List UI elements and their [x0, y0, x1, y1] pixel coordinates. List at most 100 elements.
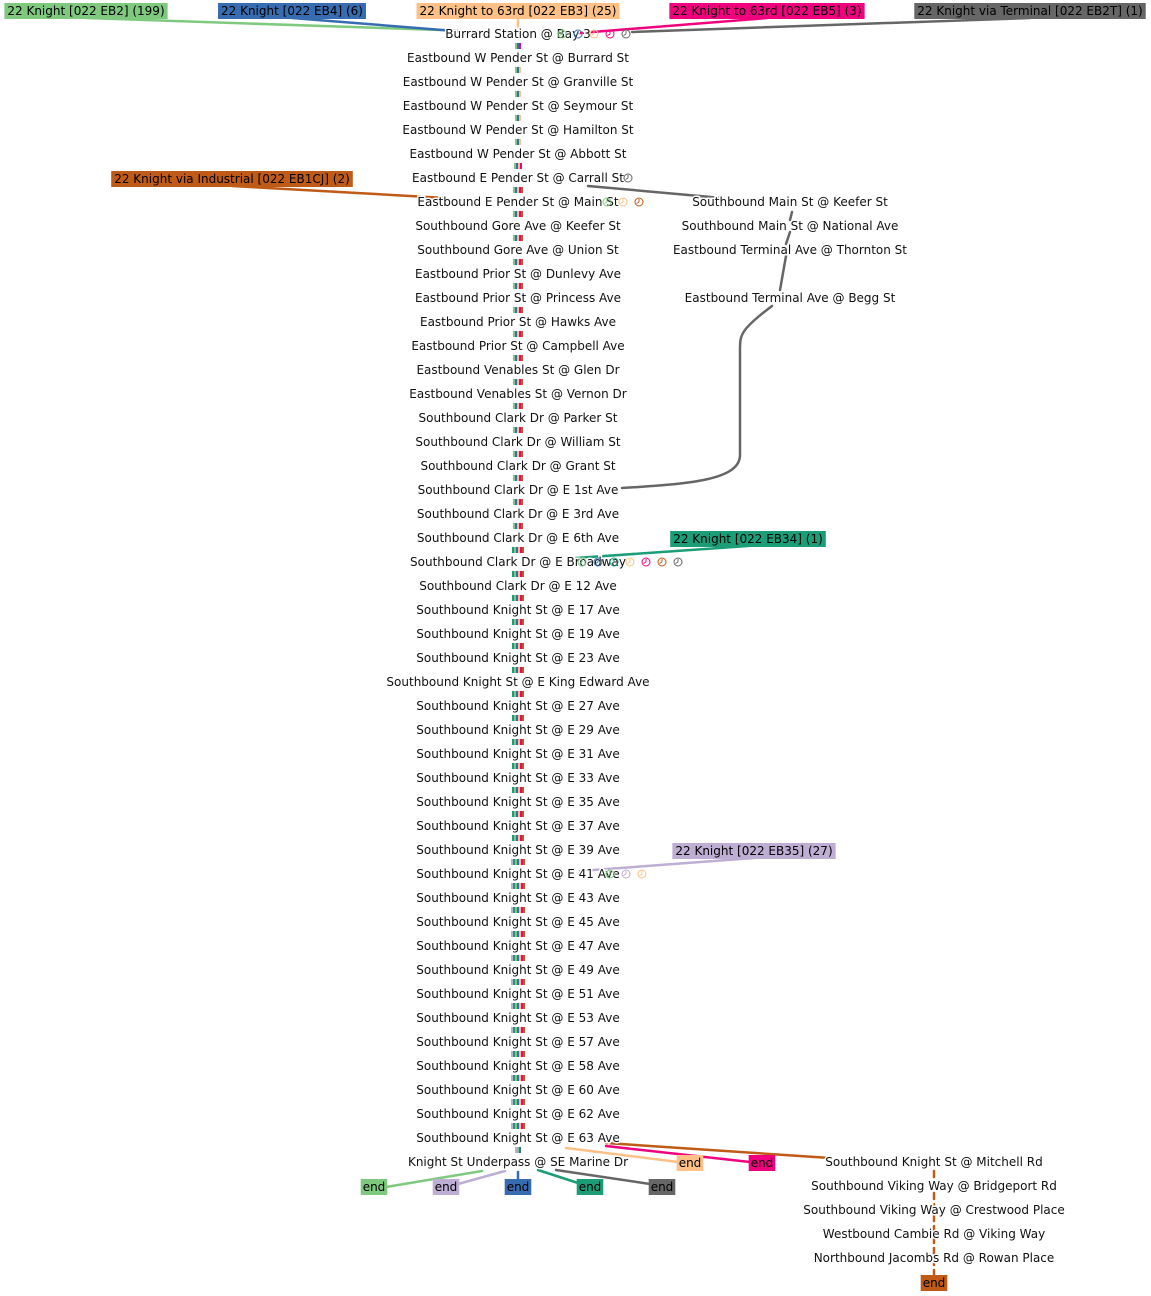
route-strip-segment [519, 451, 521, 457]
route-link [536, 1168, 580, 1185]
route-strip-segment [519, 67, 521, 73]
route-header-eb34: 22 Knight [022 EB34] (1) [670, 531, 826, 547]
route-header-eb35: 22 Knight [022 EB35] (27) [672, 843, 836, 859]
route-strip-segment [515, 283, 517, 289]
route-strip-segment [513, 1099, 515, 1105]
route-strip-segment [513, 883, 515, 889]
route-strip-segment [521, 955, 523, 961]
route-strip-segment [518, 787, 520, 793]
stop-label: Southbound Knight St @ E 31 Ave [416, 747, 619, 761]
clock-icon [602, 197, 612, 207]
clock-face [557, 29, 567, 39]
route-strip-segment [511, 1099, 513, 1105]
route-strip-segment [514, 787, 516, 793]
route-strip-segment [523, 1051, 525, 1057]
route-strip-segment [522, 595, 524, 601]
end-label: end [435, 1180, 458, 1194]
route-strip-segment [518, 691, 520, 697]
route-strip-segment [511, 1003, 513, 1009]
route-strip-segment [521, 1003, 523, 1009]
stop-label: Eastbound W Pender St @ Abbott St [409, 147, 626, 161]
route-strip-segment [520, 763, 522, 769]
route-header-label: 22 Knight [022 EB2] (199) [7, 4, 164, 18]
route-strip-segment [523, 907, 525, 913]
route-strip-segment [515, 379, 517, 385]
clock-hands [623, 871, 627, 876]
route-strip-segment [516, 667, 518, 673]
route-strip-segment [517, 235, 519, 241]
route-link [456, 1169, 507, 1186]
route-strip-segment [514, 835, 516, 841]
route-strip-segment [523, 979, 525, 985]
clock-hands [607, 31, 611, 36]
route-strip-segment [521, 1051, 523, 1057]
route-link [230, 184, 448, 200]
route-strip-segment [520, 835, 522, 841]
route-strip-segment [513, 523, 515, 529]
clock-icon [673, 557, 683, 567]
route-strip-segment [522, 715, 524, 721]
route-strip-segment [515, 883, 517, 889]
clock-face [605, 869, 615, 879]
route-strip-segment [515, 931, 517, 937]
route-strip-segment [521, 451, 523, 457]
branch-stop-label: Southbound Knight St @ Mitchell Rd [825, 1155, 1042, 1169]
route-strip-segment [512, 619, 514, 625]
route-strip-segment [517, 259, 519, 265]
route-strip-segment [517, 1075, 519, 1081]
stop-label: Southbound Knight St @ E 35 Ave [416, 795, 619, 809]
route-strip-segment [513, 259, 515, 265]
route-strip-segment [513, 1123, 515, 1129]
end-label: end [679, 1156, 702, 1170]
route-strip-segment [519, 187, 521, 193]
route-strip-segment [517, 379, 519, 385]
stop-label: Southbound Knight St @ E 57 Ave [416, 1035, 619, 1049]
route-header-box [218, 3, 366, 19]
stop-label: Southbound Gore Ave @ Keefer St [415, 219, 621, 233]
route-header-eb2: 22 Knight [022 EB2] (199) [4, 3, 168, 19]
route-strip-segment [517, 451, 519, 457]
route-header-label: 22 Knight via Terminal [022 EB2T] (1) [917, 4, 1142, 18]
clock-icon [634, 197, 644, 207]
clock-hands [579, 559, 583, 564]
route-strip-segment [522, 763, 524, 769]
stop-label: Southbound Knight St @ E 17 Ave [416, 603, 619, 617]
route-header-label: 22 Knight to 63rd [022 EB5] (3) [672, 4, 861, 18]
end-box [360, 1179, 388, 1195]
route-strip-segment [513, 499, 515, 505]
stop-label: Southbound Clark Dr @ E 3rd Ave [417, 507, 619, 521]
end-marker-eb34: end [576, 1179, 604, 1195]
clock-hands [627, 559, 631, 564]
route-strip-segment [514, 619, 516, 625]
clock-hands [643, 559, 647, 564]
route-strip-segment [516, 691, 518, 697]
route-strip-segment [517, 91, 519, 97]
clock-face [625, 557, 635, 567]
route-strip-segment [513, 379, 515, 385]
stop-label: Southbound Knight St @ E 49 Ave [416, 963, 619, 977]
route-strip-segment [512, 763, 514, 769]
stop-label: Southbound Clark Dr @ Parker St [418, 411, 617, 425]
branch-stop-label: Eastbound Terminal Ave @ Begg St [685, 291, 896, 305]
route-strip-segment [513, 283, 515, 289]
route-link [586, 184, 724, 200]
route-strip-segment [511, 1027, 513, 1033]
route-strip-segment [513, 1027, 515, 1033]
route-strip-segment [521, 523, 523, 529]
route-strip-segment [521, 883, 523, 889]
stop-label: Southbound Knight St @ E 19 Ave [416, 627, 619, 641]
route-header-box [669, 3, 865, 19]
route-strip-segment [523, 859, 525, 865]
route-strip-segment [523, 1075, 525, 1081]
clock-icon [618, 197, 628, 207]
route-strip-segment [515, 235, 517, 241]
route-strip-segment [521, 211, 523, 217]
route-strip-segment [522, 643, 524, 649]
route-strip-segment [515, 67, 517, 73]
route-strip-segment [516, 619, 518, 625]
route-strip-segment [519, 1003, 521, 1009]
route-strip-segment [516, 547, 518, 553]
clock-icon [657, 557, 667, 567]
route-strip-segment [521, 1075, 523, 1081]
route-strip-segment [522, 835, 524, 841]
